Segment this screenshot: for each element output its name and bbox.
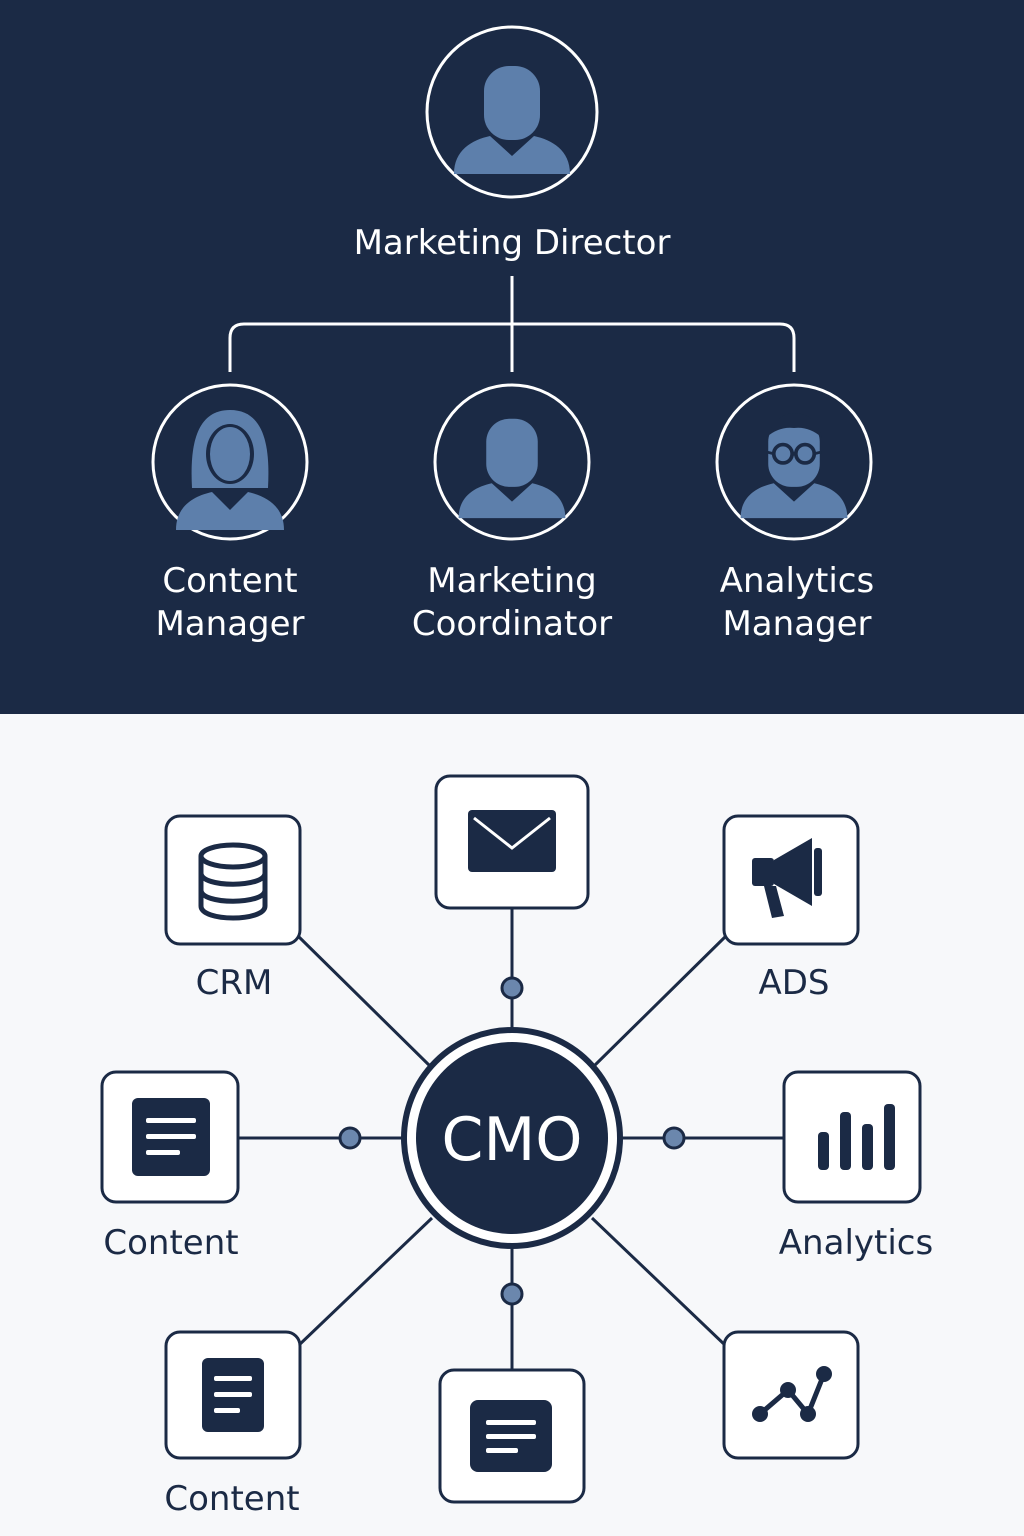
marketing-director-node[interactable]: Marketing Director [354,25,671,263]
document-icon [202,1358,264,1432]
person-icon [454,66,570,174]
connector-trend [590,1216,728,1348]
analytics-manager-label-line1: Analytics [720,561,874,601]
content-left-label: Content [103,1223,238,1263]
content-bottom-label: Content [164,1479,299,1519]
org-connectors [228,276,796,372]
message-node[interactable] [438,1368,586,1504]
connector-dot [500,976,524,1000]
cmo-label: CMO [442,1105,583,1175]
analytics-node[interactable]: Analytics [779,1070,933,1263]
content-manager-label-line2: Manager [155,604,304,644]
connector-dot [338,1126,362,1150]
connector-dot [500,1282,524,1306]
content-manager-avatar-ring [151,383,309,541]
ads-label: ADS [758,963,829,1003]
coordinator-label-line2: Coordinator [412,604,612,644]
connector-crm [296,934,434,1070]
reports-connector [228,322,796,372]
connector-dots [338,976,686,1306]
analytics-tile [782,1070,922,1204]
content-manager-label-line1: Content [162,561,297,601]
coordinator-label-line1: Marketing [427,561,596,601]
content-left-node[interactable]: Content [100,1070,240,1263]
cmo-hub-node[interactable]: CMO [401,1027,623,1249]
message-card-icon [470,1400,552,1472]
hub-connectors [238,908,784,1370]
envelope-icon [468,810,556,872]
trend-node[interactable] [722,1330,860,1460]
director-avatar-ring [425,25,599,199]
connector-ads [590,934,728,1070]
email-node[interactable] [434,774,590,910]
database-icon [198,842,268,921]
director-label: Marketing Director [354,223,671,263]
bar-chart-icon [818,1104,895,1170]
marketing-coordinator-node[interactable]: Marketing Coordinator [412,383,612,644]
connector-dot [662,1126,686,1150]
crm-tile [164,814,302,946]
coordinator-avatar-ring [433,383,591,541]
analytics-manager-node[interactable]: Analytics Manager [715,383,874,644]
analytics-manager-avatar-ring [715,383,873,541]
crm-node[interactable]: CRM [164,814,302,1003]
line-chart-icon [752,1366,832,1422]
analytics-manager-label-line2: Manager [722,604,871,644]
woman-icon [176,410,284,530]
document-icon [132,1098,210,1176]
person-with-glasses-icon [740,413,848,519]
content-manager-node[interactable]: Content Manager [151,383,309,644]
person-icon [458,418,566,519]
ads-node[interactable]: ADS [722,814,860,1003]
crm-label: CRM [196,963,273,1003]
connector-content-bottom [296,1216,434,1348]
megaphone-icon [752,838,822,918]
analytics-label: Analytics [779,1223,933,1263]
cmo-inner-circle [416,1042,608,1234]
content-bottom-node[interactable]: Content [164,1330,302,1519]
